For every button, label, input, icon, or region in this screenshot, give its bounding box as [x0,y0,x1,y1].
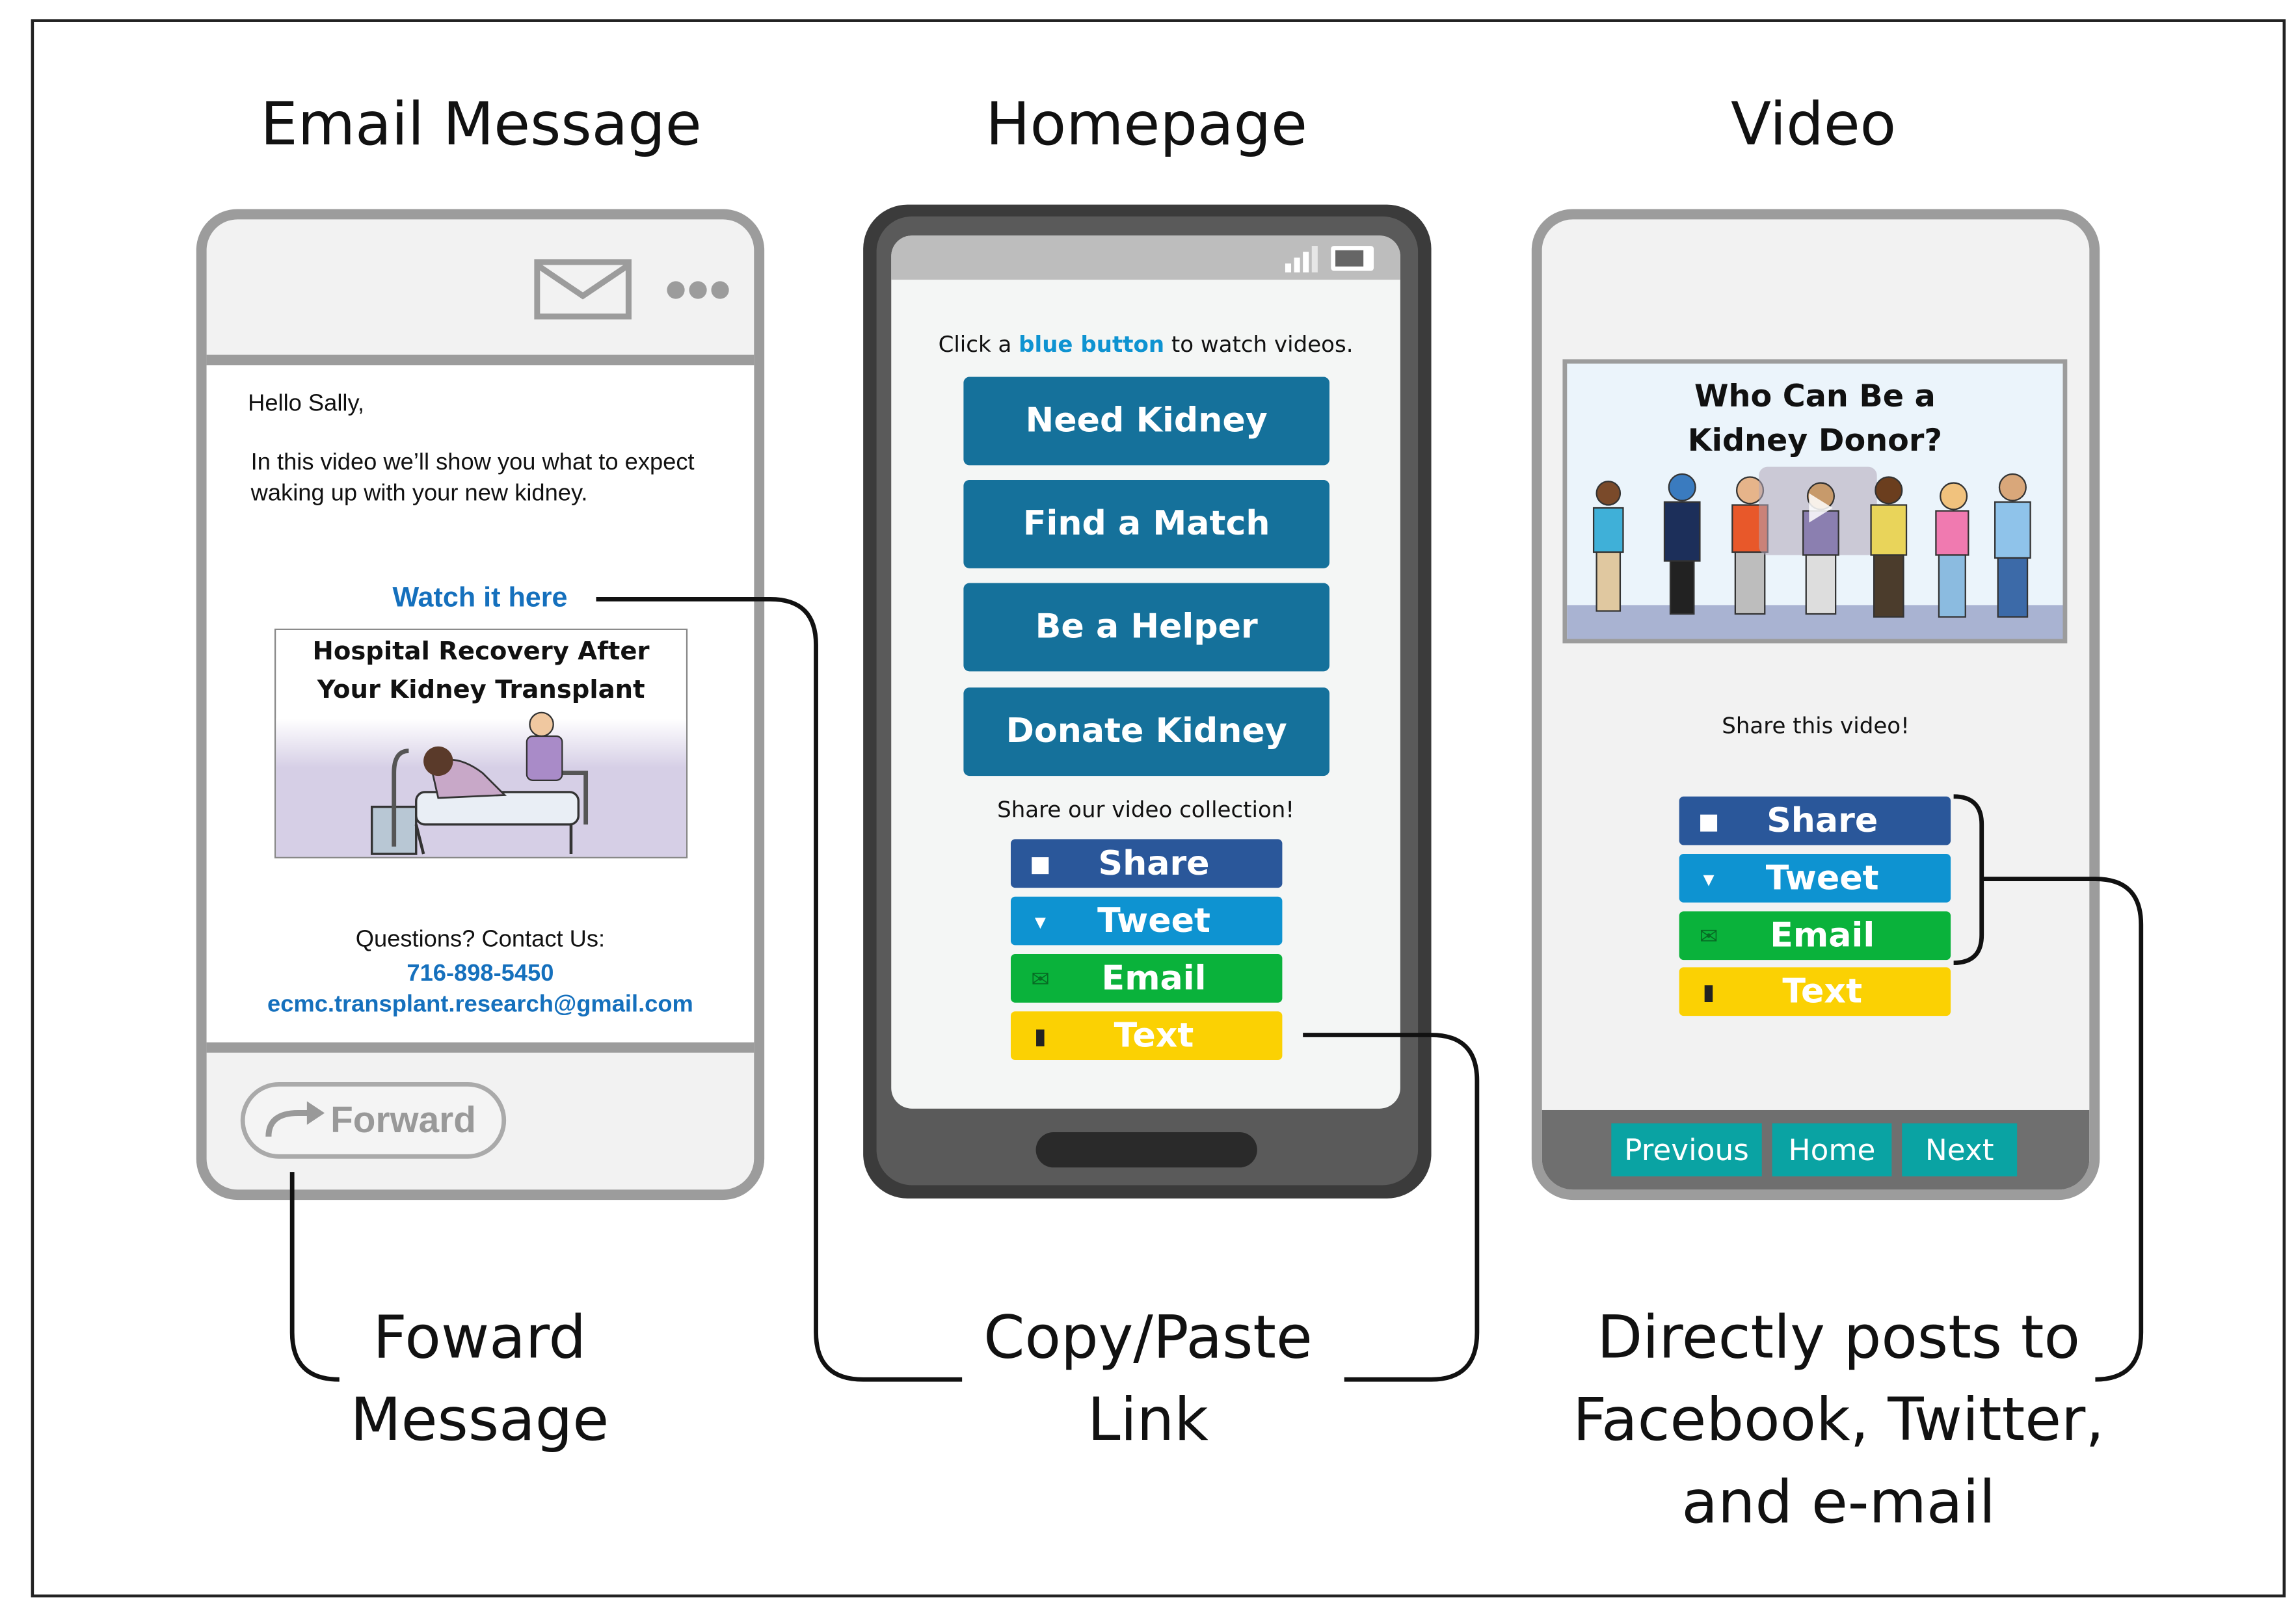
caption-copy-paste: Copy/Paste Link [983,1304,1313,1455]
video-share-email[interactable]: ✉Email [1679,911,1951,961]
watch-link[interactable]: Watch it here [392,583,568,615]
contact-phone[interactable]: 716-898-5450 [407,961,554,987]
forward-arrow-icon [265,1101,325,1137]
be-a-helper-button[interactable]: Be a Helper [963,583,1330,672]
title-email: Email Message [260,91,702,159]
more-dots-icon[interactable] [665,278,730,302]
email-icon: ✉ [1699,922,1718,949]
homepage-share-twitter[interactable]: ▾Tweet [1010,896,1283,946]
need-kidney-button[interactable]: Need Kidney [963,377,1330,466]
facebook-icon: ■ [1030,850,1051,877]
watch-link-connector [596,597,963,1382]
homepage-share-email[interactable]: ✉Email [1010,954,1283,1003]
next-button[interactable]: Next [1902,1123,2018,1176]
thumb-title-line2: Your Kidney Transplant [317,676,645,706]
video-player[interactable]: Who Can Be a Kidney Donor? [1562,359,2068,644]
home-button[interactable] [1035,1132,1257,1168]
email-icon: ✉ [1031,964,1050,992]
homepage-share-text[interactable]: ▮Text [1010,1011,1283,1061]
email-body-line1: In this video we’ll show you what to exp… [250,450,695,476]
direct-post-connector [1981,877,2144,1382]
video-share-facebook[interactable]: ■Share [1679,796,1951,845]
homepage-share-facebook[interactable]: ■Share [1010,839,1283,888]
phone-icon: ▮ [1702,978,1715,1005]
twitter-icon: ▾ [1034,907,1046,935]
homepage-share-label: Share our video collection! [997,796,1295,823]
previous-button[interactable]: Previous [1611,1123,1762,1176]
email-greeting: Hello Sally, [248,391,364,417]
caption-forward: Foward Message [350,1304,609,1455]
home-nav-button[interactable]: Home [1772,1123,1892,1176]
forward-connector [289,1172,340,1382]
donate-kidney-button[interactable]: Donate Kidney [963,687,1330,776]
envelope-icon[interactable] [534,259,634,321]
twitter-icon: ▾ [1703,865,1715,892]
contact-label: Questions? Contact Us: [355,927,606,953]
play-icon [1809,493,1833,523]
homepage-instruction: Click a blue button to watch videos. [938,331,1354,358]
video-share-twitter[interactable]: ▾Tweet [1679,854,1951,903]
outer-frame [31,19,2286,1598]
find-a-match-button[interactable]: Find a Match [963,480,1330,568]
title-video: Video [1730,91,1897,159]
phone-icon: ▮ [1034,1022,1047,1050]
caption-direct-post: Directly posts to Facebook, Twitter, and… [1573,1304,2105,1537]
email-footer-divider [206,1042,754,1053]
facebook-icon: ■ [1698,807,1720,834]
video-share-label: Share this video! [1722,712,1910,739]
text-button-connector [1303,1033,1480,1382]
contact-email[interactable]: ecmc.transplant.research@gmail.com [267,992,693,1018]
signal-icon [1285,246,1318,272]
share-group-bracket [1953,794,1984,965]
instruction-link[interactable]: blue button [1019,331,1165,358]
donor-people-illustration [1592,466,2031,618]
forward-button[interactable]: Forward [240,1081,507,1159]
email-header-divider [206,354,754,365]
title-homepage: Homepage [985,91,1308,159]
forward-label: Forward [330,1099,476,1141]
thumb-title-line1: Hospital Recovery After [312,637,650,667]
video-title-line1: Who Can Be a [1694,378,1936,414]
video-share-text[interactable]: ▮Text [1679,967,1951,1016]
email-body-line2: waking up with your new kidney. [250,481,588,507]
video-title-line2: Kidney Donor? [1687,422,1943,458]
email-video-thumbnail[interactable]: Hospital Recovery After Your Kidney Tran… [274,628,688,858]
hospital-bed-illustration [370,711,589,855]
battery-icon [1331,246,1374,271]
